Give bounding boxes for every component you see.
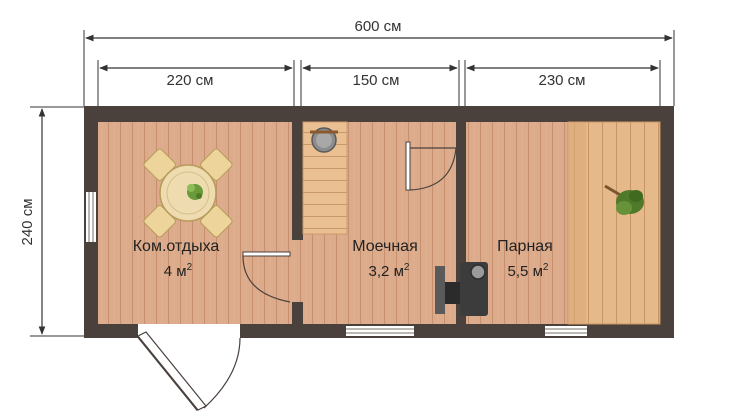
wash-bucket-icon	[310, 127, 338, 153]
partition-wall-2-top	[456, 122, 466, 142]
room-area-steam-value: 5,5 м	[508, 263, 543, 280]
window-bottom-wash	[346, 326, 414, 336]
sauna-stove-icon	[435, 262, 488, 316]
room-area-steam-power: 2	[543, 262, 549, 273]
partition-wall-1	[292, 122, 303, 240]
dimension-height-label: 240 см	[19, 198, 36, 245]
room-area-rest-value: 4 м	[164, 263, 187, 280]
steam-room-bench-edge	[568, 122, 586, 324]
window-left	[86, 192, 96, 242]
room-area-wash-value: 3,2 м	[369, 263, 404, 280]
room-area-rest-power: 2	[187, 262, 193, 273]
window-bottom-steam	[545, 326, 587, 336]
dimension-room1-label: 220 см	[166, 72, 213, 89]
room-name-rest: Ком.отдыха	[133, 238, 220, 255]
dimension-height: 240 см	[19, 106, 84, 337]
entrance-door[interactable]	[136, 331, 241, 411]
dimension-room1: 220 см	[97, 60, 295, 120]
room-area-wash: 3,2 м2	[369, 262, 410, 280]
room-name-steam: Парная	[497, 238, 553, 255]
door-rest-to-wash[interactable]	[242, 251, 291, 303]
partition-wall-2	[456, 148, 466, 324]
table-with-chairs-icon	[143, 148, 233, 238]
door-wash-to-steam[interactable]	[405, 141, 457, 191]
passage-floor	[290, 240, 305, 302]
dimension-total: 600 см	[83, 18, 675, 106]
dimension-room2: 150 см	[300, 60, 460, 106]
partition-wall-1-lower	[292, 302, 303, 324]
dimension-room2-label: 150 см	[352, 72, 399, 89]
dimension-total-label: 600 см	[354, 18, 401, 35]
floor-rest-room	[98, 122, 292, 324]
dimension-room3-label: 230 см	[538, 72, 585, 89]
room-area-wash-power: 2	[404, 262, 410, 273]
entrance-opening	[138, 324, 240, 338]
room-area-steam: 5,5 м2	[508, 262, 549, 280]
room-name-wash: Моечная	[352, 238, 418, 255]
room-area-rest: 4 м2	[164, 262, 193, 280]
birch-broom-icon	[604, 184, 644, 215]
